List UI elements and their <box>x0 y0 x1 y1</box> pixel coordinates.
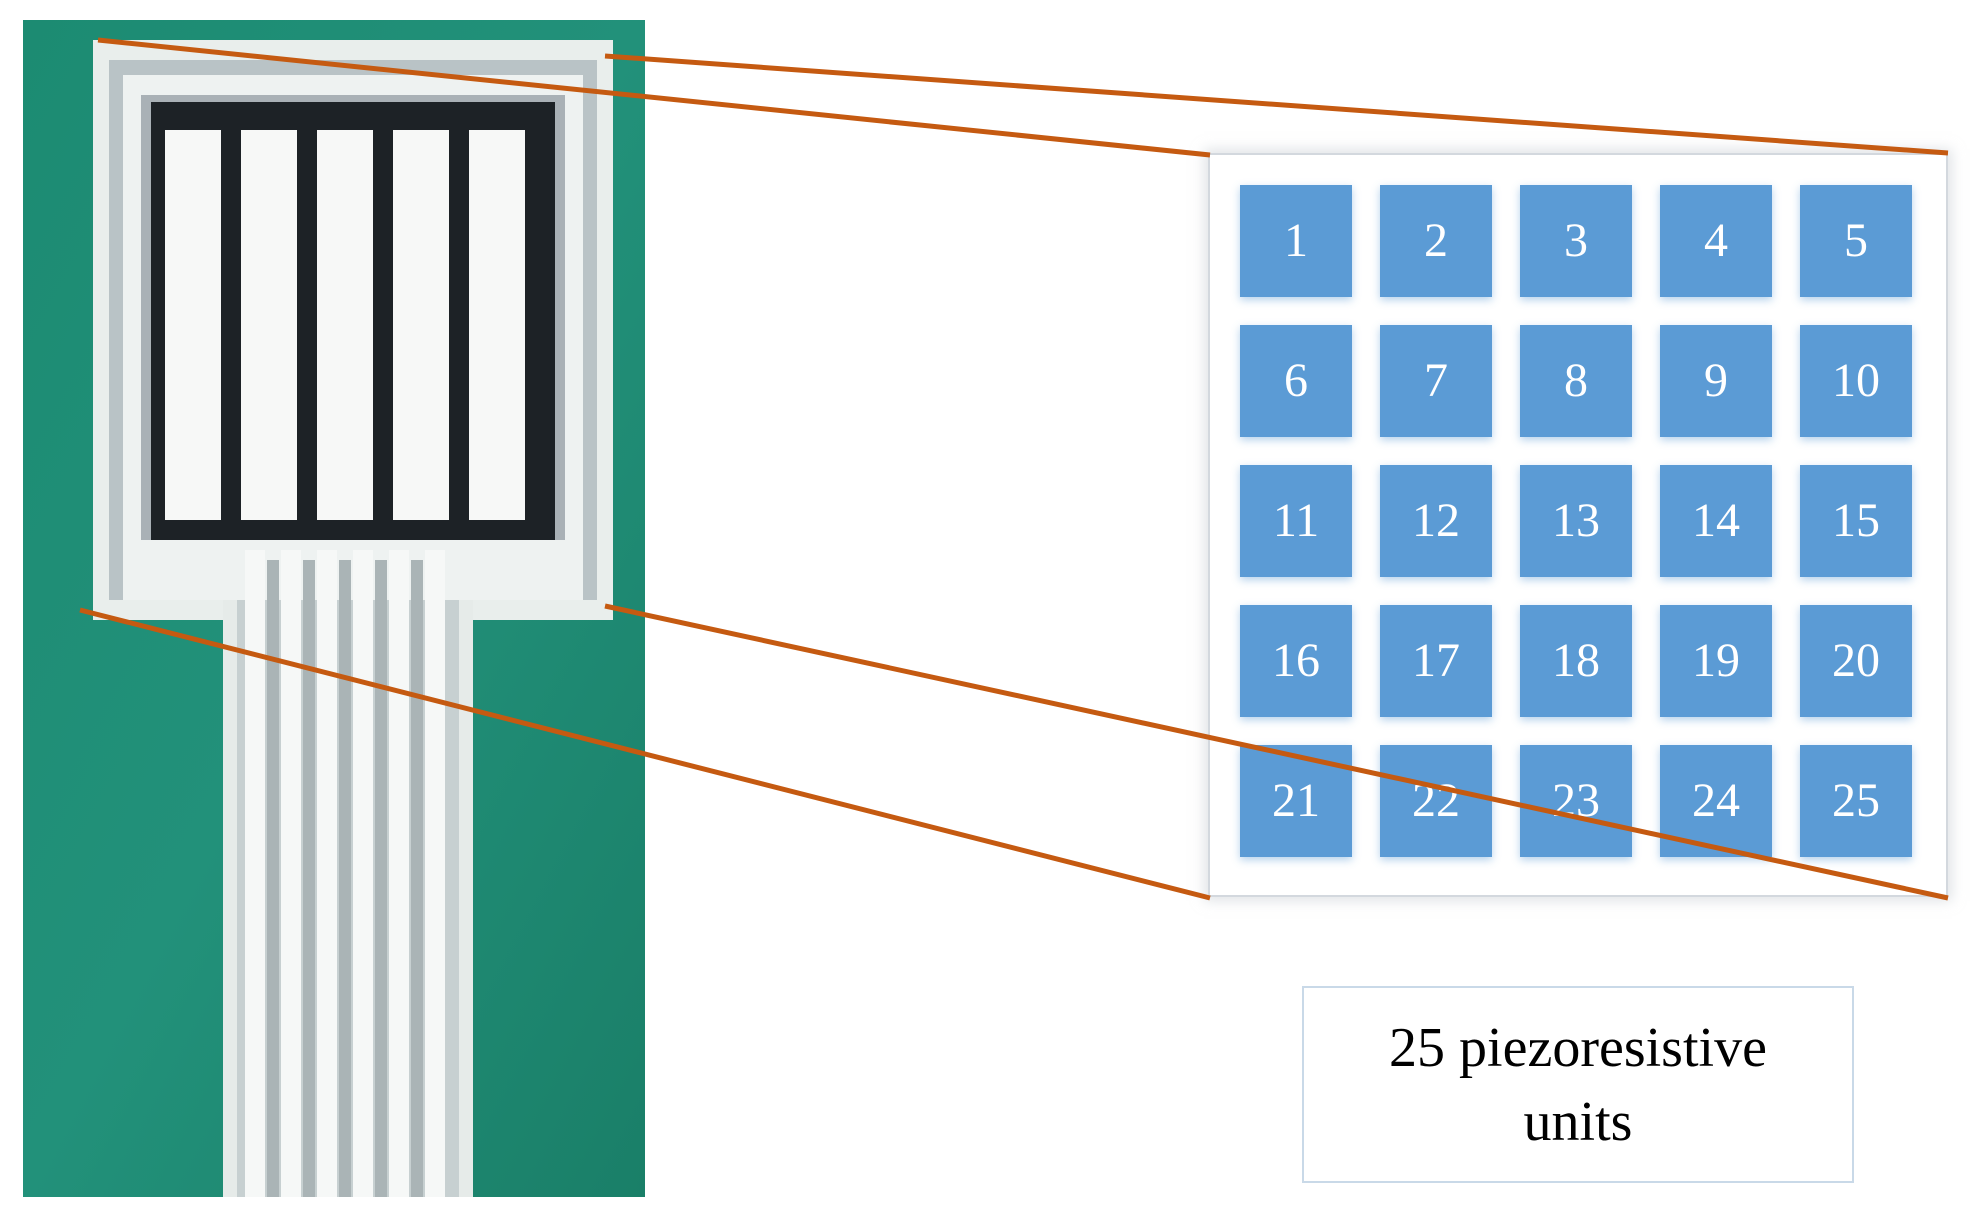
unit-cell: 12 <box>1380 465 1492 577</box>
unit-cell: 22 <box>1380 745 1492 857</box>
unit-cell: 1 <box>1240 185 1352 297</box>
unit-cell: 10 <box>1800 325 1912 437</box>
unit-cell: 19 <box>1660 605 1772 717</box>
strip <box>241 130 297 520</box>
unit-cell: 16 <box>1240 605 1352 717</box>
unit-cell: 17 <box>1380 605 1492 717</box>
strip <box>393 130 449 520</box>
strip <box>317 130 373 520</box>
strip <box>165 130 221 520</box>
unit-cell: 20 <box>1800 605 1912 717</box>
unit-cell: 14 <box>1660 465 1772 577</box>
unit-cell: 8 <box>1520 325 1632 437</box>
caption-box: 25 piezoresistive units <box>1302 986 1854 1183</box>
unit-cell: 18 <box>1520 605 1632 717</box>
unit-cell: 24 <box>1660 745 1772 857</box>
unit-cell: 7 <box>1380 325 1492 437</box>
caption-text: 25 piezoresistive units <box>1389 1016 1767 1153</box>
unit-cell: 11 <box>1240 465 1352 577</box>
unit-cell: 6 <box>1240 325 1352 437</box>
unit-cell: 15 <box>1800 465 1912 577</box>
strip <box>469 130 525 520</box>
unit-cell: 13 <box>1520 465 1632 577</box>
unit-cell: 21 <box>1240 745 1352 857</box>
unit-cell: 4 <box>1660 185 1772 297</box>
unit-cell: 9 <box>1660 325 1772 437</box>
zoom-line-top-right <box>604 53 1949 156</box>
unit-cell: 3 <box>1520 185 1632 297</box>
unit-cell: 5 <box>1800 185 1912 297</box>
unit-cell: 25 <box>1800 745 1912 857</box>
unit-cell: 23 <box>1520 745 1632 857</box>
unit-cell: 2 <box>1380 185 1492 297</box>
sensor-photo <box>23 20 645 1197</box>
